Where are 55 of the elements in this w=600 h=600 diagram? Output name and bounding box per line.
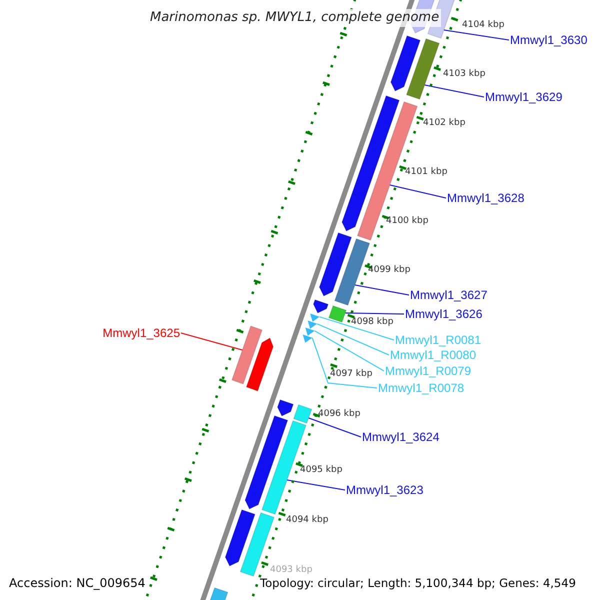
gene-label: Mmwyl1_3623: [346, 483, 424, 497]
leader-line: [308, 418, 362, 438]
gene-segment: [293, 404, 312, 424]
gene-label: Mmwyl1_R0079: [385, 364, 472, 378]
leader-line: [180, 332, 243, 350]
gene-segment: [244, 415, 288, 510]
gene-segment: [318, 232, 352, 297]
tick-label: 4102 kbp: [423, 117, 466, 130]
trna-marker: [302, 334, 312, 343]
leader-line: [286, 480, 346, 490]
tick-label: 4094 kbp: [286, 514, 328, 527]
gene-label: Mmwyl1_3627: [410, 288, 488, 302]
gene-segment: [312, 299, 329, 314]
trna-marker: [308, 320, 318, 329]
gene-segment: [224, 509, 256, 567]
gene-label: Mmwyl1_3629: [485, 90, 562, 104]
gene-label: Mmwyl1_3628: [447, 191, 524, 205]
leader-line: [354, 284, 410, 296]
tick-label: 4100 kbp: [386, 215, 428, 228]
tick-label: 4101 kbp: [405, 166, 448, 179]
gene-segment: [246, 337, 274, 392]
trna-marker: [305, 328, 315, 336]
gene-segment: [334, 238, 370, 306]
leader-line: [316, 323, 390, 356]
leader-line: [389, 184, 446, 198]
gene-segment: [231, 325, 263, 385]
diagram-title: Marinomonas sp. MWYL1, complete genome: [148, 9, 442, 27]
tick-label: 4097 kbp: [330, 368, 372, 381]
tick-label: 4098 kbp: [351, 316, 394, 329]
leader-line: [344, 312, 404, 314]
gene-label: Mmwyl1_3630: [510, 33, 588, 47]
leader-line: [312, 337, 378, 388]
gene-label: Mmwyl1_R0078: [378, 381, 464, 395]
leader-line: [314, 330, 384, 372]
tick-label: 4099 kbp: [368, 264, 410, 277]
genome-summary-text: Topology: circular; Length: 5,100,344 bp; Genes: 4,549: [260, 576, 576, 590]
leader-line: [319, 316, 394, 340]
gene-label: Mmwyl1_3625: [102, 326, 180, 340]
gene-label: Mmwyl1_3624: [362, 430, 440, 444]
tick-label: 4096 kbp: [318, 408, 360, 421]
tick-label: 4095 kbp: [300, 464, 342, 477]
leader-line: [443, 30, 510, 40]
tick-label: 4093 kbp: [270, 564, 312, 577]
gene-label: Mmwyl1_R0081: [395, 333, 482, 347]
gene-segment: [328, 305, 347, 323]
gene-segment: [390, 35, 421, 92]
gene-label: Mmwyl1_R0080: [390, 348, 476, 362]
leader-line: [424, 84, 484, 98]
accession-text: Accession: NC_009654: [9, 576, 146, 590]
gene-segment: [277, 399, 294, 417]
gene-segment: [406, 38, 440, 100]
gene-label: Mmwyl1_3626: [405, 307, 482, 321]
tick-label: 4103 kbp: [443, 68, 486, 81]
tick-label: 4104 kbp: [462, 19, 504, 32]
trna-marker: [310, 314, 320, 322]
